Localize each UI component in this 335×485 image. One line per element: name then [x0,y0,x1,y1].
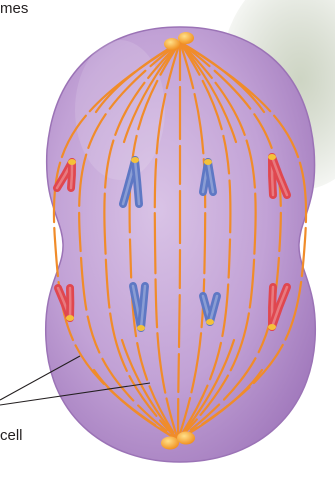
bottom-label: cell [0,427,23,444]
top-label: mes [0,0,28,17]
